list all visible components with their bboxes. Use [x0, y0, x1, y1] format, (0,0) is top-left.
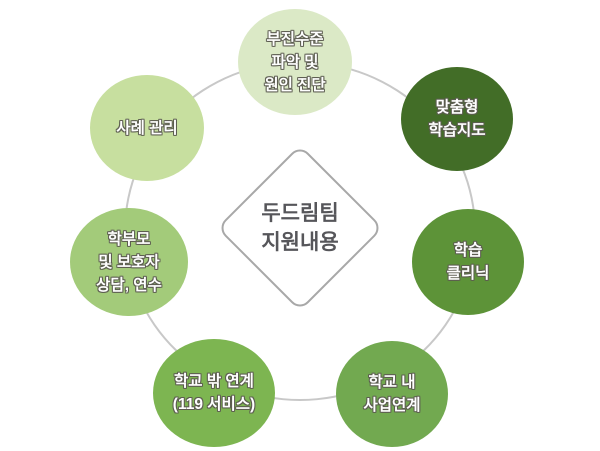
node-label-line: 학습	[453, 242, 483, 259]
node-case-management: 사례 관리	[90, 75, 204, 181]
node-label-line: 사례 관리	[116, 119, 178, 137]
node-label-line: 학교 밖 연계	[174, 373, 254, 390]
node-custom-learning-guidance: 맞춤형 학습지도	[401, 67, 513, 171]
node-label-line: 맞춤형	[435, 99, 479, 116]
node-label-line: 파악 및	[271, 53, 319, 71]
center-title-line: 지원내용	[261, 231, 339, 254]
node-label-line: 및 보호자	[98, 253, 160, 271]
node-learning-clinic: 학습 클리닉	[412, 209, 524, 315]
node-parent-counseling: 학부모 및 보호자 상담, 연수	[70, 208, 188, 316]
node-in-school-linkage: 학교 내 사업연계	[336, 341, 448, 447]
node-label-line: 상담, 연수	[96, 276, 162, 294]
node-label-line: 원인 진단	[264, 76, 326, 94]
center-title: 두드림팀 지원내용	[220, 199, 380, 257]
node-label-line: (119 서비스)	[172, 396, 256, 413]
node-label-line: 부진수준	[266, 30, 324, 48]
node-label-line: 학습지도	[428, 122, 486, 139]
node-label-line: 학교 내	[368, 374, 416, 391]
node-out-of-school-linkage: 학교 밖 연계 (119 서비스)	[153, 339, 275, 447]
node-level-diagnosis: 부진수준 파악 및 원인 진단	[238, 9, 352, 115]
node-label-line: 클리닉	[446, 265, 490, 282]
center-title-line: 두드림팀	[261, 202, 339, 225]
node-label-line: 사업연계	[363, 397, 421, 414]
node-label-line: 학부모	[107, 230, 151, 248]
